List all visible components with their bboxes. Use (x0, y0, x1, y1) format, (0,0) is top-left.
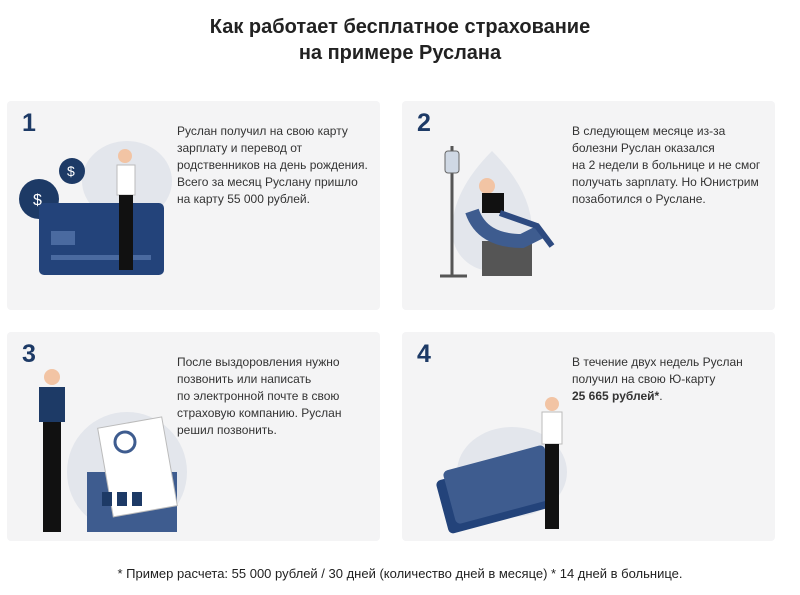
text-line: зарплату и перевод от (177, 141, 303, 155)
title-line-1: Как работает бесплатное страхование (209, 16, 591, 38)
text-line: на 2 недели в больнице и не смог (572, 158, 761, 172)
svg-text:$: $ (67, 163, 75, 179)
salary-card-illustration: $ $ (19, 141, 172, 275)
step-number: 2 (417, 109, 431, 137)
text-line: на карту 55 000 рублей. (177, 192, 310, 206)
step-text: Руслан получил на свою карту зарплату и … (177, 123, 377, 208)
text-line: болезни Руслан оказался (572, 141, 715, 155)
footnote: * Пример расчета: 55 000 рублей / 30 дне… (117, 566, 683, 581)
period: . (659, 389, 663, 403)
text-line: В течение двух недель Руслан (572, 355, 743, 369)
payment-cards-illustration (436, 397, 567, 534)
text-line: Руслан получил на свою карту (177, 124, 348, 138)
step-text: После выздоровления нужно позвонить или … (177, 354, 377, 439)
text-line: 25 665 рублей*. (572, 388, 772, 405)
amount: 25 665 рублей* (572, 389, 660, 403)
hospital-illustration (440, 146, 555, 278)
svg-text:$: $ (33, 192, 42, 209)
step-number: 4 (417, 340, 431, 368)
step-text: В течение двух недель Руслан получил на … (572, 354, 772, 405)
title-line-2: на примере Руслана (298, 42, 502, 64)
text-line: страховую компанию. Руслан (177, 406, 342, 420)
text-line: по электронной почте в свою (177, 389, 340, 403)
text-line: После выздоровления нужно (177, 355, 340, 369)
text-line: позвонить или написать (177, 372, 312, 386)
step-number: 3 (22, 340, 36, 368)
documents-illustration (39, 369, 187, 532)
page-title: Как работает бесплатное страхование на п… (0, 14, 800, 66)
step-card-3: 3 После выздоровления нужно позвонить ил… (7, 332, 380, 541)
text-line: решил позвонить. (177, 423, 277, 437)
text-line: получил на свою Ю-карту (572, 372, 716, 386)
step-card-1: 1 $ $ Руслан получил на свою карту зарпл… (7, 101, 380, 310)
text-line: получать зарплату. Но Юнистрим (572, 175, 759, 189)
step-text: В следующем месяце из-за болезни Руслан … (572, 123, 772, 208)
text-line: родственников на день рождения. (177, 158, 368, 172)
text-line: В следующем месяце из-за (572, 124, 726, 138)
step-card-4: 4 В течение двух недель Руслан получил н… (402, 332, 775, 541)
text-line: позаботился о Руслане. (572, 192, 706, 206)
step-card-2: 2 В следующем месяце из-за болезни Русла… (402, 101, 775, 310)
text-line: Всего за месяц Руслану пришло (177, 175, 358, 189)
step-number: 1 (22, 109, 36, 137)
